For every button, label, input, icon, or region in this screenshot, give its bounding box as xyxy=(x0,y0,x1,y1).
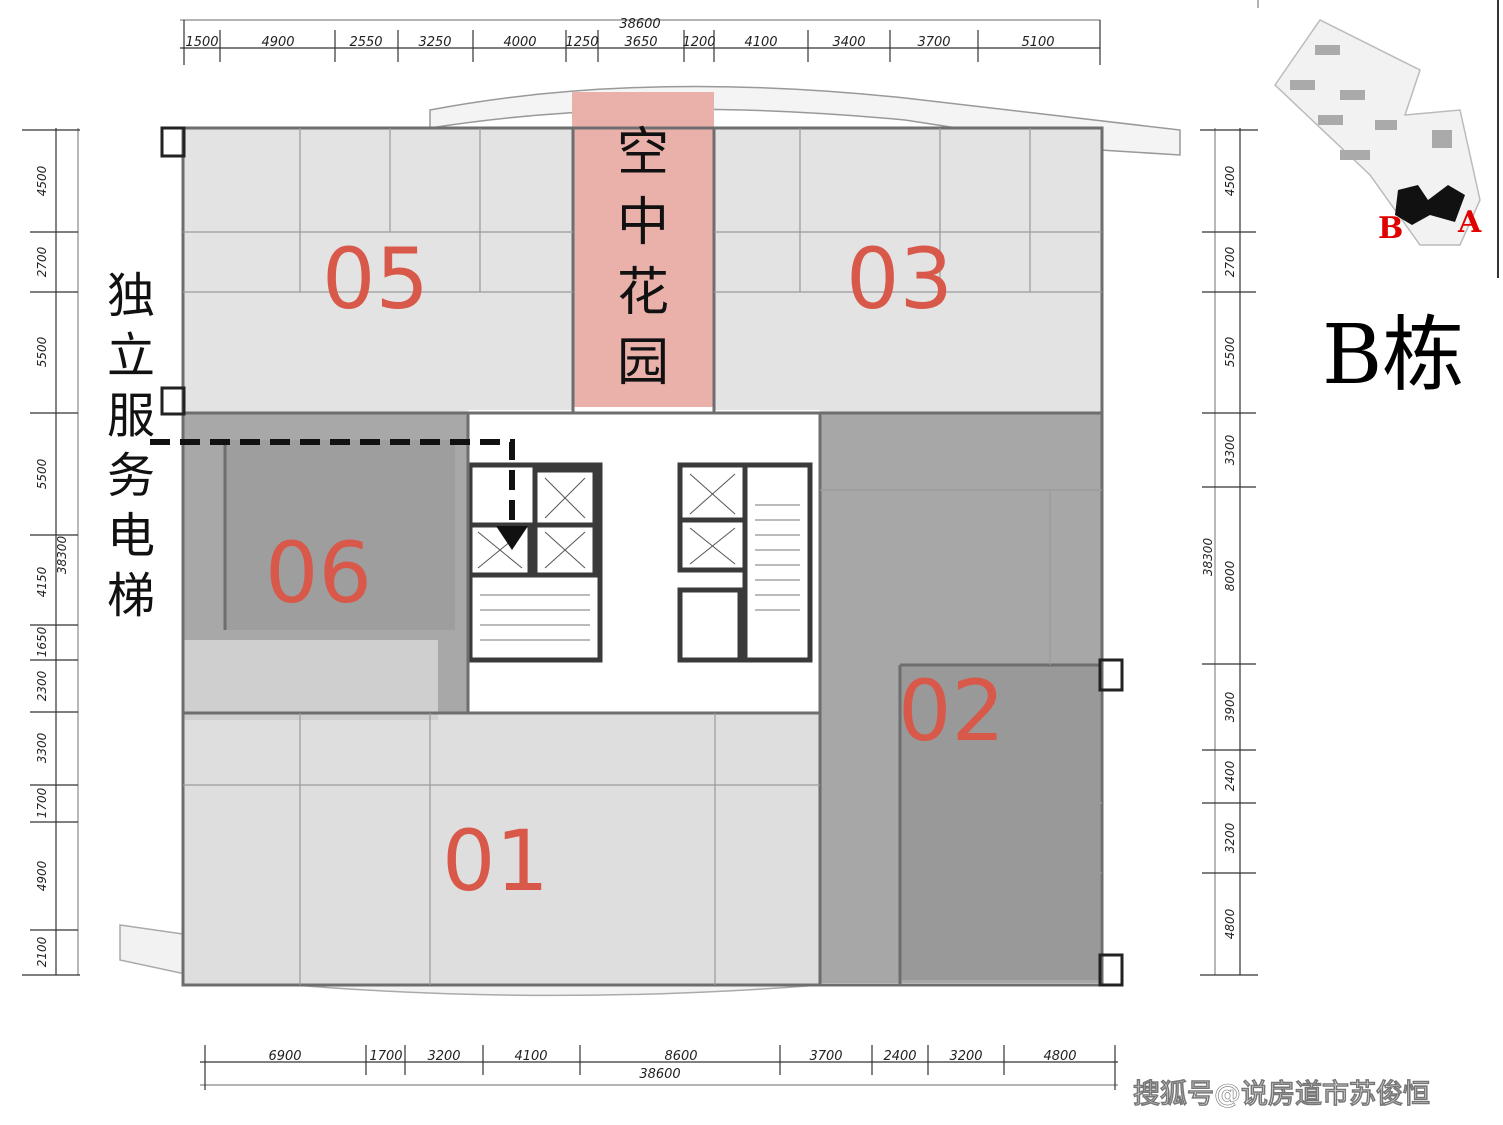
service-elevator-char: 梯 xyxy=(107,568,155,624)
unit-05-zone xyxy=(183,128,573,413)
bottom-dim: 3700 xyxy=(809,1049,842,1064)
stair-right xyxy=(742,462,813,663)
sky-garden-char: 园 xyxy=(617,333,669,393)
elevator-right-2 xyxy=(677,517,748,573)
building-a-b-marker xyxy=(1395,185,1465,225)
building-title: B栋 xyxy=(1322,308,1464,403)
walls xyxy=(181,126,1104,987)
key-label-b: B xyxy=(1378,211,1403,246)
left-dim: 4900 xyxy=(35,860,49,891)
right-dim: 8000 xyxy=(1223,560,1237,591)
service-elevator-char: 独 xyxy=(107,268,155,324)
left-dim: 2100 xyxy=(35,936,49,967)
bottom-dimension-labels: 6900 1700 3200 4100 8600 3700 2400 3200 … xyxy=(268,1049,1076,1082)
right-dimension-line xyxy=(1200,128,1258,976)
service-elevator-char: 立 xyxy=(107,328,155,384)
bottom-dim: 4800 xyxy=(1043,1049,1076,1064)
service-elevator-route xyxy=(150,439,515,540)
top-dimension-line xyxy=(180,19,1101,65)
site-key-map: B A xyxy=(1257,0,1499,278)
unit-01-zone xyxy=(183,713,820,985)
top-dim: 1200 xyxy=(682,35,715,50)
unit-02-label: 02 xyxy=(898,662,1005,760)
sky-garden-label: 空 中 花 园 xyxy=(617,123,669,393)
left-dimension-line xyxy=(22,128,80,976)
service-elevator-label: 独 立 服 务 电 梯 xyxy=(107,268,155,624)
sky-garden-zone xyxy=(572,92,714,407)
right-dim: 3200 xyxy=(1223,822,1237,853)
top-dim: 1500 xyxy=(185,35,218,50)
top-dim: 5100 xyxy=(1021,35,1054,50)
key-label-a: A xyxy=(1457,205,1482,240)
unit-05-label: 05 xyxy=(322,230,429,328)
top-total-dim: 38600 xyxy=(619,17,660,32)
right-dim: 2400 xyxy=(1223,760,1237,791)
unit-03-zone xyxy=(714,128,1102,413)
right-dim: 2700 xyxy=(1223,246,1237,277)
bottom-dim: 6900 xyxy=(268,1049,301,1064)
unit-02-lower xyxy=(900,665,1100,980)
service-elevator-arrow xyxy=(496,526,528,550)
top-dimension-labels: 38600 1500 4900 2550 3250 4000 1250 3650… xyxy=(185,17,1054,50)
left-dim: 5500 xyxy=(35,458,49,489)
right-total-dim: 38300 xyxy=(1201,538,1215,577)
top-dim: 4100 xyxy=(744,35,777,50)
unit-01-lower-left xyxy=(183,640,438,720)
right-dim: 5500 xyxy=(1223,336,1237,367)
service-elevator-char: 服 xyxy=(107,388,155,444)
elevator-right-1 xyxy=(677,462,748,523)
top-dim: 3650 xyxy=(624,35,657,50)
stair-treads xyxy=(480,504,800,641)
left-dim: 1650 xyxy=(35,626,49,657)
left-dim: 2300 xyxy=(35,670,49,701)
top-dim: 4900 xyxy=(261,35,294,50)
room-partitions xyxy=(183,128,1102,985)
bottom-dim: 3200 xyxy=(427,1049,460,1064)
unit-01-label: 01 xyxy=(442,812,549,910)
left-dim: 1700 xyxy=(35,787,49,818)
service-elevator-char: 务 xyxy=(107,448,155,504)
unit-06-label: 06 xyxy=(265,524,372,622)
unit-03-label: 03 xyxy=(846,230,953,328)
bottom-dim: 2400 xyxy=(883,1049,916,1064)
bottom-dimension-line xyxy=(200,1045,1118,1090)
bottom-total-dim: 38600 xyxy=(639,1067,680,1082)
unit-06-inner xyxy=(225,440,455,630)
left-dimension-labels: 4500 2700 5500 5500 4150 38300 1650 2300… xyxy=(35,165,69,967)
left-total-dim: 38300 xyxy=(55,536,69,575)
top-dim: 3400 xyxy=(832,35,865,50)
top-dim: 3250 xyxy=(418,35,451,50)
right-dimension-labels: 4500 2700 5500 3300 38300 8000 3900 2400… xyxy=(1201,165,1237,939)
bottom-dim: 4100 xyxy=(514,1049,547,1064)
left-dim: 3300 xyxy=(35,732,49,763)
left-dim: 4500 xyxy=(35,165,49,196)
top-dim: 4000 xyxy=(503,35,536,50)
shaft-right xyxy=(677,587,743,663)
sky-garden-char: 中 xyxy=(617,193,669,253)
left-dim: 4150 xyxy=(35,566,49,597)
bottom-dim: 3200 xyxy=(949,1049,982,1064)
top-dim: 1250 xyxy=(565,35,598,50)
left-dim: 5500 xyxy=(35,336,49,367)
right-dim: 4800 xyxy=(1223,908,1237,939)
watermark: 搜狐号@说房道市苏俊恒 xyxy=(1133,1078,1430,1110)
left-dim: 2700 xyxy=(35,246,49,277)
right-dim: 4500 xyxy=(1223,165,1237,196)
top-dim: 2550 xyxy=(349,35,382,50)
top-dim: 3700 xyxy=(917,35,950,50)
right-dim: 3900 xyxy=(1223,691,1237,722)
sky-garden-char: 空 xyxy=(617,123,669,183)
bottom-dim: 8600 xyxy=(664,1049,697,1064)
bottom-dim: 1700 xyxy=(369,1049,402,1064)
sky-garden-char: 花 xyxy=(617,263,669,323)
service-elevator-char: 电 xyxy=(107,508,155,564)
right-dim: 3300 xyxy=(1223,434,1237,465)
column-markers xyxy=(160,126,1124,987)
